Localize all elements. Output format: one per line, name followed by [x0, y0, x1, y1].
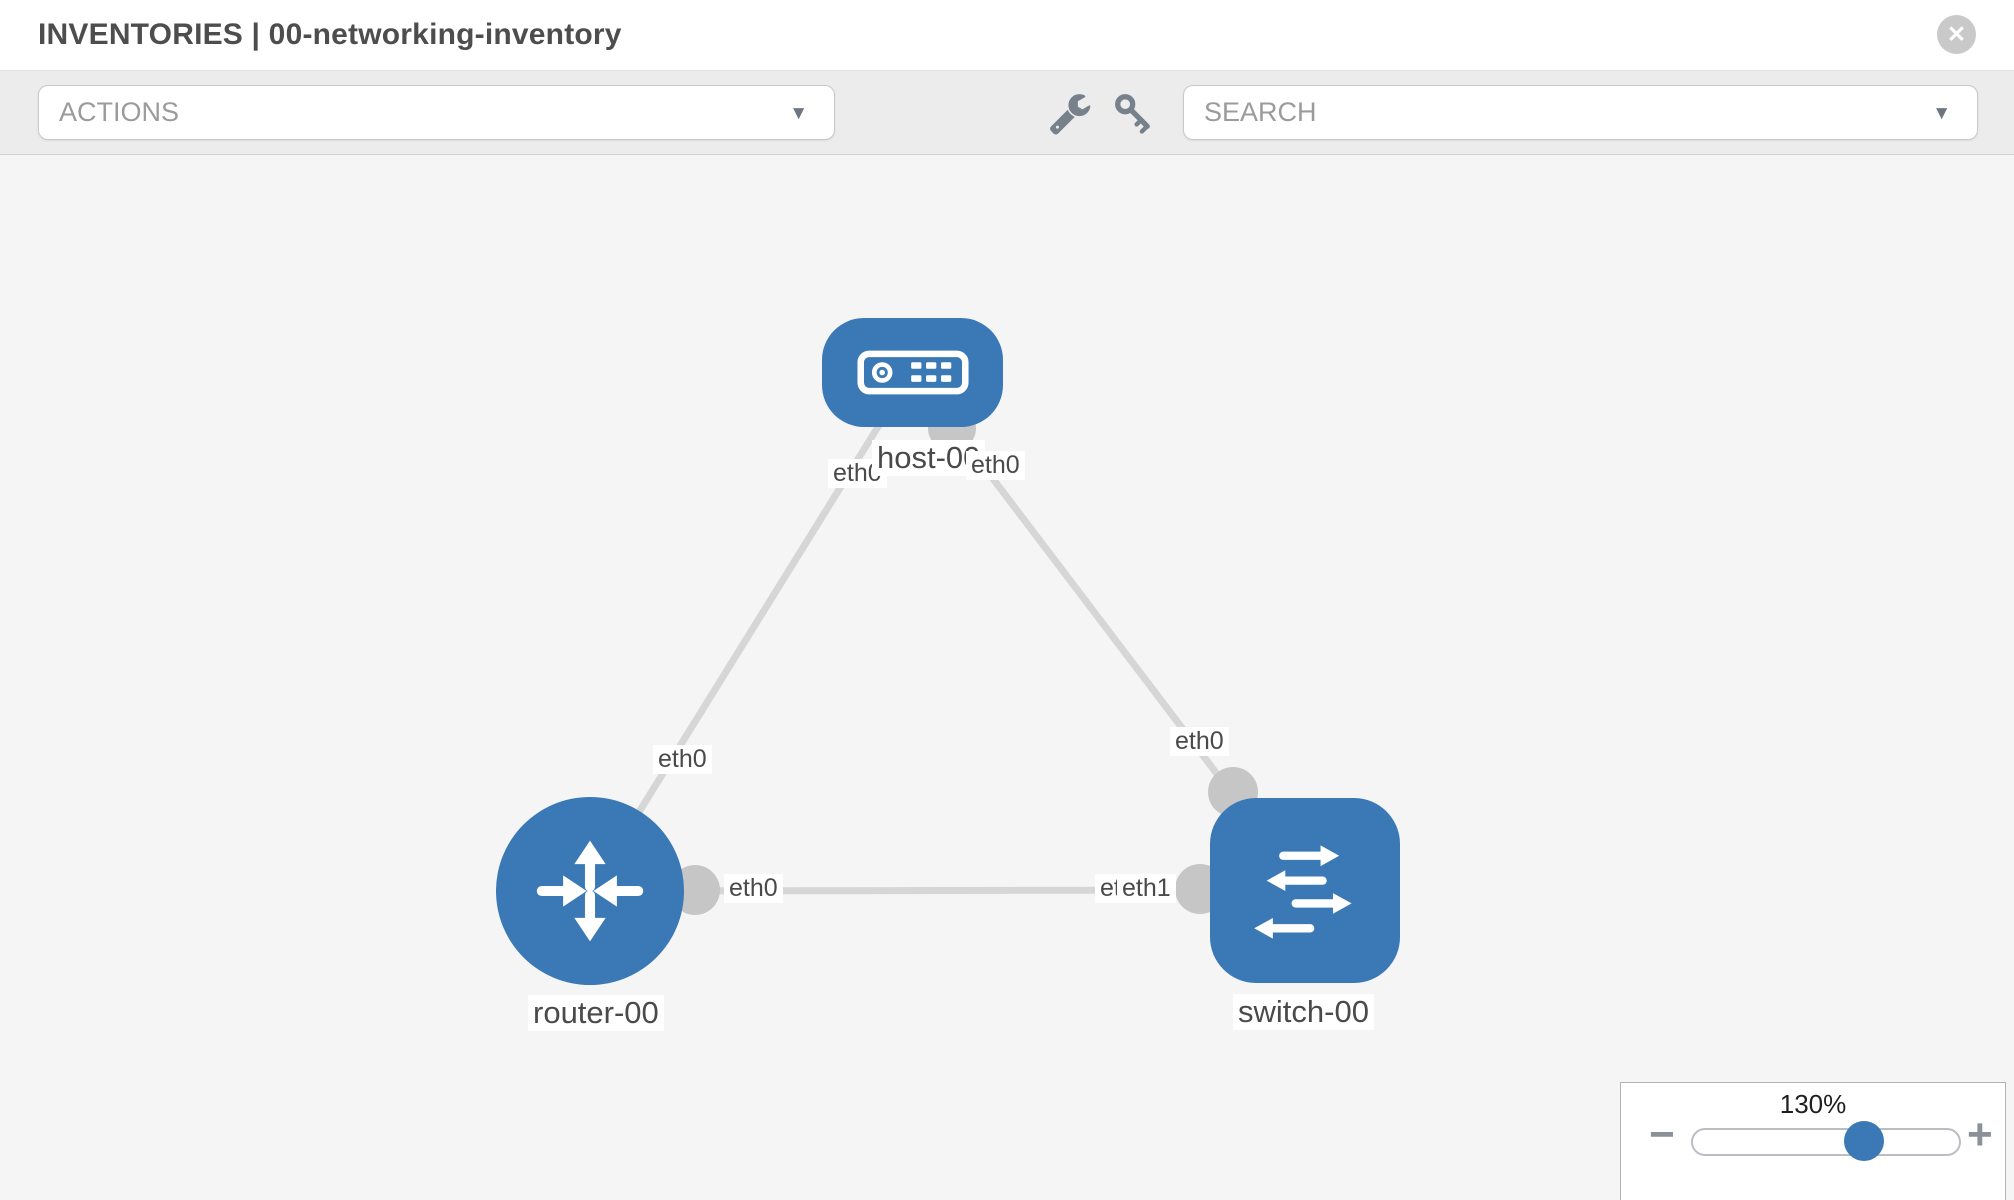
- actions-dropdown-label: ACTIONS: [59, 97, 180, 127]
- search-dropdown-label: SEARCH: [1204, 97, 1317, 127]
- search-dropdown[interactable]: SEARCH ▼: [1183, 85, 1978, 140]
- interface-label: eth0: [724, 874, 783, 903]
- topology-canvas[interactable]: eth0 host-00 eth0 eth0 eth0 eth0 eth1 et…: [0, 155, 2014, 1200]
- close-icon[interactable]: ✕: [1937, 15, 1976, 54]
- node-switch-00[interactable]: [1210, 798, 1400, 983]
- close-glyph: ✕: [1946, 21, 1967, 47]
- zoom-slider-track[interactable]: [1691, 1121, 1961, 1161]
- node-router-00[interactable]: [496, 797, 684, 985]
- interface-label: eth0: [966, 451, 1025, 480]
- wrench-icon[interactable]: [1048, 91, 1092, 135]
- zoom-in-button[interactable]: +: [1967, 1110, 1993, 1159]
- key-icon[interactable]: [1112, 91, 1156, 135]
- interface-label: eth0: [1170, 727, 1229, 756]
- toolbar: ACTIONS ▼ SEARCH ▼: [0, 71, 2014, 155]
- interface-label: eth0: [653, 745, 712, 774]
- caret-down-icon: ▼: [789, 103, 808, 124]
- panel-header: INVENTORIES | 00-networking-inventory ✕: [0, 0, 2014, 71]
- zoom-panel: 130% − +: [1620, 1082, 2006, 1200]
- router-device-icon: [536, 840, 644, 942]
- topology-graph: [587, 369, 1308, 915]
- host-device-icon: [856, 350, 969, 395]
- page-title: INVENTORIES | 00-networking-inventory: [38, 18, 622, 51]
- zoom-out-button[interactable]: −: [1649, 1110, 1675, 1159]
- node-label-switch-00: switch-00: [1233, 994, 1374, 1030]
- actions-dropdown[interactable]: ACTIONS ▼: [38, 85, 835, 140]
- zoom-slider-thumb[interactable]: [1844, 1121, 1884, 1161]
- zoom-level-value: 130%: [1779, 1089, 1847, 1119]
- interface-label: eth1: [1117, 874, 1176, 903]
- caret-down-icon: ▼: [1932, 103, 1951, 124]
- link-host-router[interactable]: [587, 370, 915, 893]
- node-label-router-00: router-00: [528, 995, 664, 1031]
- switch-device-icon: [1254, 844, 1352, 939]
- node-host-00[interactable]: [822, 318, 1003, 427]
